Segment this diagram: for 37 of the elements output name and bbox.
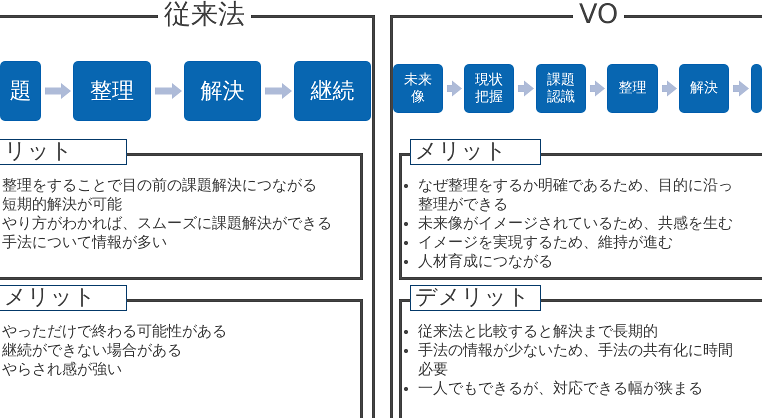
step-box: 現状把握 <box>464 64 514 113</box>
panel-title: 従来法 <box>158 0 251 30</box>
arrow <box>265 83 292 99</box>
list-item: 従来法と比較すると解決まで長期的 <box>418 322 659 341</box>
list-item: 人材育成につながる <box>418 252 554 271</box>
list-item: 手法について情報が多い <box>2 233 168 252</box>
list-item: 短期的解決が可能 <box>2 195 123 214</box>
step-box: 整理 <box>607 64 658 113</box>
list-item: 継続ができない場合がある <box>2 341 183 360</box>
arrow <box>155 83 182 99</box>
list-item: 手法の情報が少ないため、手法の共有化に時間必要 <box>418 341 734 379</box>
step-box: 解決 <box>184 61 261 121</box>
step-box: 未来像 <box>393 64 443 113</box>
arrow <box>518 80 534 96</box>
arrow <box>45 83 71 99</box>
arrow <box>590 80 605 96</box>
step-box: 整理 <box>73 61 151 121</box>
heading-tab: メリット <box>410 139 541 165</box>
list-item: なぜ整理をするか明確であるため、目的に沿っ整理ができる <box>418 176 734 214</box>
step-box: 継続 <box>294 61 371 121</box>
arrow <box>447 80 462 96</box>
step-box <box>751 64 762 113</box>
list-item: やっただけで終わる可能性がある <box>2 322 227 341</box>
arrow <box>733 80 749 96</box>
list-item: やり方がわかれば、スムーズに課題解決ができる <box>2 214 332 233</box>
heading-tab: デメリット <box>410 285 541 311</box>
list-item: 一人でもできるが、対応できる幅が狭まる <box>418 379 704 398</box>
list-item: 整理をすることで目の前の課題解決につながる <box>2 176 318 195</box>
step-box: 解決 <box>679 64 729 113</box>
heading-tab: リット <box>0 139 127 165</box>
list-item: やらされ感が強い <box>2 360 123 379</box>
step-box: 課題認識 <box>536 64 586 113</box>
arrow <box>662 80 677 96</box>
list-item: イメージを実現するため、維持が進む <box>418 233 674 252</box>
heading-tab: メリット <box>0 285 127 311</box>
step-box: 題 <box>0 61 41 121</box>
list-item: 未来像がイメージされているため、共感を生む <box>418 214 734 233</box>
